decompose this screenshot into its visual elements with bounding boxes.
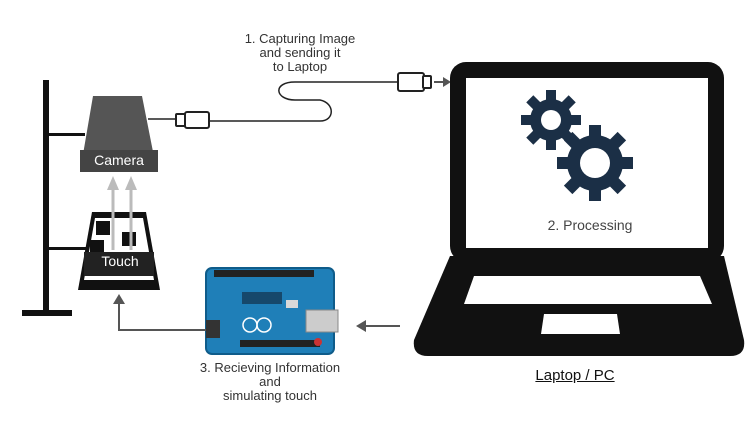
arduino-board-icon	[205, 267, 339, 355]
capture-step-label: 1. Capturing Image and sending it to Lap…	[200, 32, 400, 74]
capture-line-3: to Laptop	[272, 59, 328, 74]
camera-stand	[22, 80, 87, 316]
arrow-to-arduino	[356, 320, 400, 332]
usb-plug-icon	[397, 72, 432, 92]
camera-label: Camera	[94, 152, 144, 168]
receiving-line-2: and	[259, 374, 281, 389]
arrow-to-laptop	[434, 77, 451, 87]
gear-icon	[557, 125, 633, 201]
laptop-label: Laptop / PC	[535, 367, 615, 384]
smartphone-icon	[78, 212, 160, 290]
usb-plug-icon	[175, 111, 210, 129]
receiving-line-1: 3. Recieving Information	[199, 360, 341, 375]
processing-step-label: 2. Processing	[547, 217, 633, 233]
capture-line-1: 1. Capturing Image	[244, 31, 356, 46]
usb-cable	[148, 81, 400, 122]
receiving-step-label: 3. Recieving Information and simulating …	[170, 361, 370, 403]
touch-label: Touch	[101, 253, 139, 269]
camera-icon	[80, 96, 158, 172]
capture-arrows	[107, 176, 137, 250]
touch-feedback-arrow	[113, 294, 206, 331]
gear-icon	[521, 90, 581, 150]
laptop-icon	[413, 62, 745, 356]
capture-line-2: and sending it	[259, 45, 341, 60]
receiving-line-3: simulating touch	[223, 388, 317, 403]
